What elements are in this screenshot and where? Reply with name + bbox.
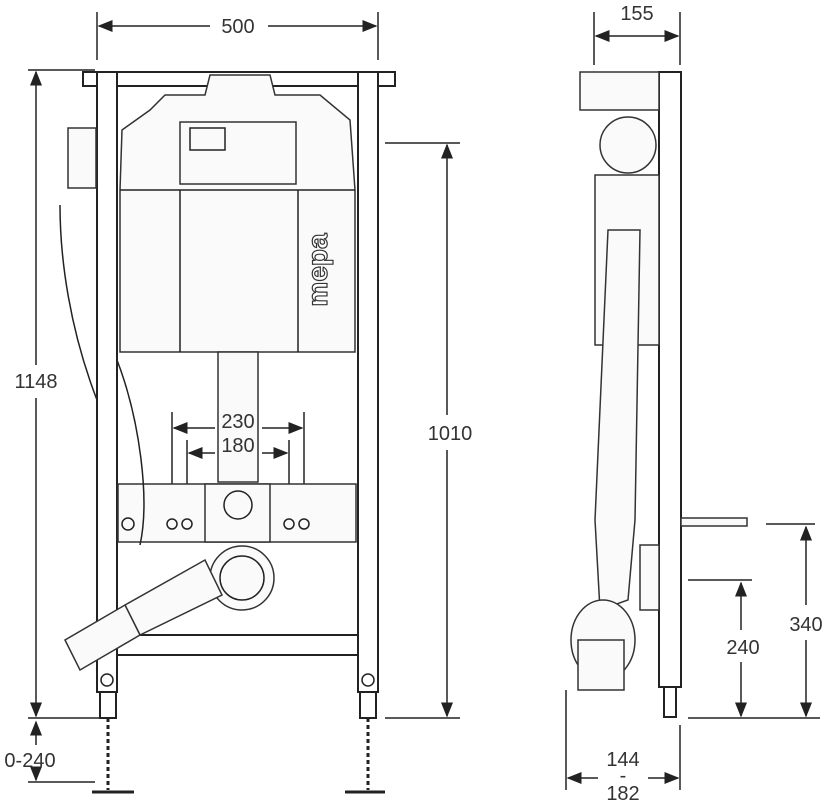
side-valve <box>599 116 657 174</box>
bolt-hole <box>121 517 135 531</box>
actuator-grid <box>189 127 226 151</box>
actuator-opening <box>179 121 297 185</box>
side-bolt <box>680 517 748 527</box>
foot-adjust-label: 0-240 <box>4 750 55 772</box>
depth-range-bottom-label: 182 <box>606 783 639 800</box>
inlet-bracket <box>204 483 271 543</box>
depth-range-top-label: 144 <box>606 749 639 771</box>
cistern <box>119 74 356 353</box>
side-foot <box>663 686 677 718</box>
inlet-height-label: 240 <box>726 637 759 659</box>
left-foot <box>92 673 134 794</box>
bolt-hole <box>283 518 295 530</box>
supply-valve <box>67 127 97 189</box>
inlet-port <box>223 490 253 520</box>
side-upright <box>658 71 682 688</box>
bolt-hole <box>181 518 193 530</box>
side-outlet-pipe <box>577 639 625 691</box>
left-upright <box>96 71 118 693</box>
depth-range-separator: - <box>620 765 627 787</box>
bolt-spacing-outer-label: 230 <box>221 411 254 433</box>
depth-label: 155 <box>620 3 653 25</box>
flush-pipe <box>217 351 259 483</box>
side-flush-pipe <box>594 229 641 612</box>
bolt-spacing-inner-label: 180 <box>221 435 254 457</box>
side-top-bracket <box>579 71 660 111</box>
outlet-bore <box>219 555 265 601</box>
frame-height-label: 1010 <box>428 423 473 445</box>
front-view: 500 1148 0-240 1010 mepa <box>4 12 473 794</box>
side-view: 155 340 240 144 - 182 <box>565 3 823 800</box>
right-upright <box>357 71 379 693</box>
right-foot <box>345 673 385 794</box>
width-label: 500 <box>221 16 254 38</box>
outlet-height-label: 340 <box>789 614 822 636</box>
drain-pipe <box>124 558 224 636</box>
height-label: 1148 <box>14 371 57 393</box>
bottom-rail <box>116 634 359 656</box>
supply-hose <box>116 359 145 546</box>
drain-pipe-end <box>64 603 141 672</box>
bolt-hole <box>166 518 178 530</box>
bolt-hole <box>298 518 310 530</box>
brand-logo: mepa <box>302 233 333 307</box>
side-inlet-bracket <box>639 544 660 611</box>
